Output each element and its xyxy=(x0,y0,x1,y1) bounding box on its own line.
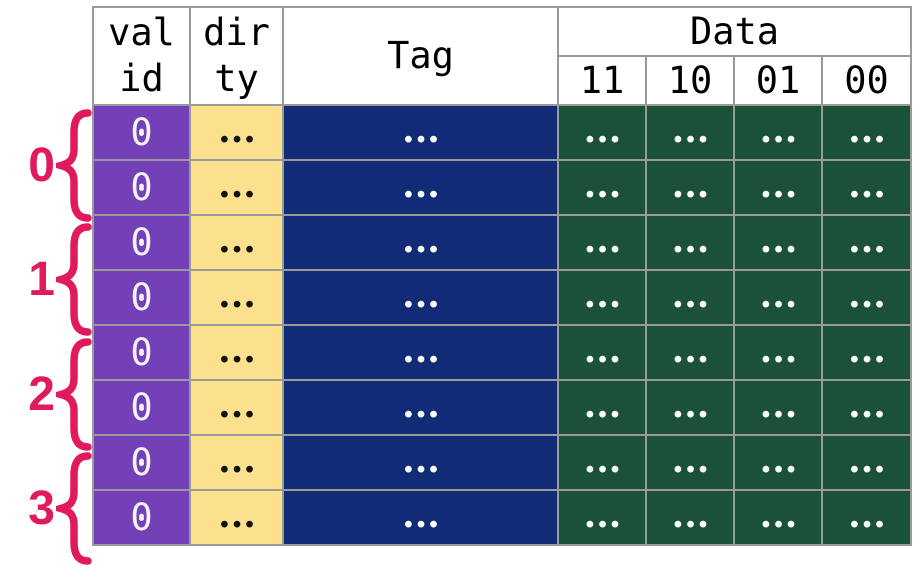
brace-icon xyxy=(56,223,92,336)
valid-cell: 0 xyxy=(92,214,191,271)
data-cell: ••• xyxy=(733,159,823,216)
data-cell: ••• xyxy=(821,159,912,216)
data-cell: ••• xyxy=(733,489,823,546)
brace-icon xyxy=(56,452,92,565)
valid-bit: 0 xyxy=(130,440,153,484)
header-offset-11: 11 xyxy=(557,55,647,106)
data-cell: ••• xyxy=(645,104,735,161)
header-offset-00: 00 xyxy=(821,55,912,106)
cache-row: 0 ••• ••• ••• ••• ••• ••• xyxy=(92,159,912,216)
dirty-cell: ••• xyxy=(189,104,284,161)
tag-cell: ••• xyxy=(282,104,559,161)
data-cell: ••• xyxy=(733,104,823,161)
header-data: Data xyxy=(557,6,912,57)
data-cell: ••• xyxy=(557,269,647,326)
brace-icon xyxy=(56,109,92,222)
valid-cell: 0 xyxy=(92,434,191,491)
data-cell: ••• xyxy=(645,269,735,326)
set-label: 3 xyxy=(28,481,55,535)
valid-bit: 0 xyxy=(130,385,153,429)
tag-cell: ••• xyxy=(282,269,559,326)
dirty-cell: ••• xyxy=(189,324,284,381)
cache-table: val id dir ty Tag Data 11 10 01 00 0 •••… xyxy=(92,6,912,546)
data-cell: ••• xyxy=(821,214,912,271)
cache-row: 0 ••• ••• ••• ••• ••• ••• xyxy=(92,104,912,161)
cache-row: 0 ••• ••• ••• ••• ••• ••• xyxy=(92,434,912,491)
header-valid: val id xyxy=(92,6,191,106)
cache-row: 0 ••• ••• ••• ••• ••• ••• xyxy=(92,214,912,271)
data-cell: ••• xyxy=(645,214,735,271)
data-cell: ••• xyxy=(645,324,735,381)
brace-icon xyxy=(56,338,92,451)
dirty-cell: ••• xyxy=(189,159,284,216)
valid-bit: 0 xyxy=(130,110,153,154)
data-cell: ••• xyxy=(821,379,912,436)
data-cell: ••• xyxy=(557,324,647,381)
valid-cell: 0 xyxy=(92,159,191,216)
set-label: 2 xyxy=(28,367,55,421)
tag-cell: ••• xyxy=(282,434,559,491)
cache-row: 0 ••• ••• ••• ••• ••• ••• xyxy=(92,489,912,546)
data-cell: ••• xyxy=(557,214,647,271)
valid-bit: 0 xyxy=(130,330,153,374)
tag-cell: ••• xyxy=(282,159,559,216)
data-cell: ••• xyxy=(733,434,823,491)
valid-bit: 0 xyxy=(130,220,153,264)
data-cell: ••• xyxy=(557,489,647,546)
valid-cell: 0 xyxy=(92,269,191,326)
valid-cell: 0 xyxy=(92,104,191,161)
data-cell: ••• xyxy=(821,104,912,161)
data-cell: ••• xyxy=(645,434,735,491)
valid-cell: 0 xyxy=(92,324,191,381)
data-cell: ••• xyxy=(821,269,912,326)
data-cell: ••• xyxy=(821,489,912,546)
set-label: 1 xyxy=(28,252,55,306)
cache-row: 0 ••• ••• ••• ••• ••• ••• xyxy=(92,379,912,436)
set-group-2: 2 xyxy=(0,337,92,452)
dirty-cell: ••• xyxy=(189,379,284,436)
valid-cell: 0 xyxy=(92,489,191,546)
set-group-3: 3 xyxy=(0,451,92,566)
tag-cell: ••• xyxy=(282,489,559,546)
valid-bit: 0 xyxy=(130,495,153,539)
header-offset-01: 01 xyxy=(733,55,823,106)
header-tag: Tag xyxy=(282,6,559,106)
cache-row: 0 ••• ••• ••• ••• ••• ••• xyxy=(92,269,912,326)
data-cell: ••• xyxy=(557,104,647,161)
data-cell: ••• xyxy=(645,159,735,216)
data-cell: ••• xyxy=(733,379,823,436)
data-cell: ••• xyxy=(733,324,823,381)
set-group-1: 1 xyxy=(0,222,92,337)
data-cell: ••• xyxy=(821,324,912,381)
data-cell: ••• xyxy=(733,214,823,271)
dirty-cell: ••• xyxy=(189,489,284,546)
dirty-cell: ••• xyxy=(189,269,284,326)
set-group-0: 0 xyxy=(0,108,92,223)
data-cell: ••• xyxy=(645,379,735,436)
valid-bit: 0 xyxy=(130,275,153,319)
data-cell: ••• xyxy=(557,434,647,491)
tag-cell: ••• xyxy=(282,214,559,271)
data-cell: ••• xyxy=(557,379,647,436)
header-offset-10: 10 xyxy=(645,55,735,106)
tag-cell: ••• xyxy=(282,379,559,436)
data-cell: ••• xyxy=(733,269,823,326)
data-cell: ••• xyxy=(821,434,912,491)
data-cell: ••• xyxy=(645,489,735,546)
valid-cell: 0 xyxy=(92,379,191,436)
dirty-cell: ••• xyxy=(189,434,284,491)
dirty-cell: ••• xyxy=(189,214,284,271)
data-cell: ••• xyxy=(557,159,647,216)
header-dirty: dir ty xyxy=(189,6,284,106)
tag-cell: ••• xyxy=(282,324,559,381)
set-label: 0 xyxy=(28,138,55,192)
cache-row: 0 ••• ••• ••• ••• ••• ••• xyxy=(92,324,912,381)
valid-bit: 0 xyxy=(130,165,153,209)
